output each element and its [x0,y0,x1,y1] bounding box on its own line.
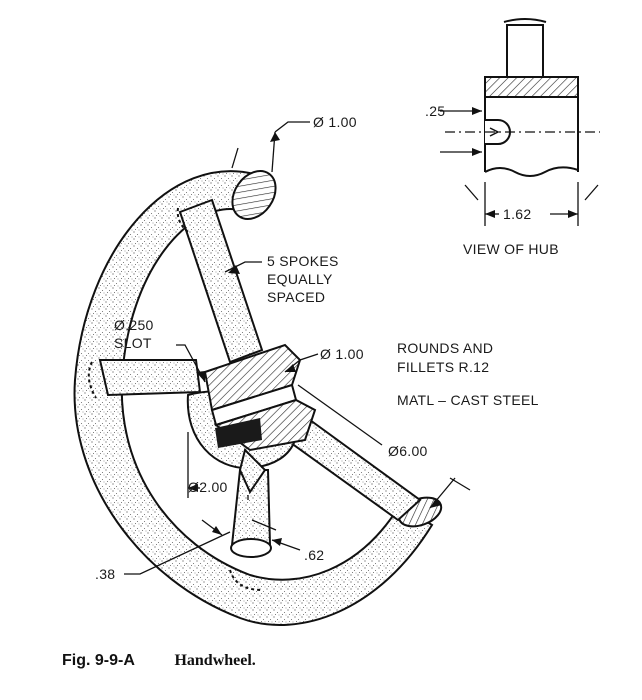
label-dim-38: .38 [95,566,115,582]
rim-section-top [231,170,277,220]
label-hub-25: .25 [425,103,445,119]
labels: Ø 1.00 .25 1.62 VIEW OF HUB 5 SPOKES EQU… [95,103,559,582]
label-slot-2: SLOT [114,335,152,351]
label-view-of-hub: VIEW OF HUB [463,241,559,257]
label-slot-1: Ø.250 [114,317,154,333]
label-rounds-1: ROUNDS AND [397,340,493,356]
label-dia-600: Ø6.00 [388,443,428,459]
label-dia-200: Ø2.00 [188,479,228,495]
label-spokes-3: SPACED [267,289,325,305]
label-hub-162: 1.62 [503,206,531,222]
label-matl: MATL – CAST STEEL [397,392,539,408]
label-dim-62: .62 [304,547,324,563]
spoke-section-bottom [230,538,272,558]
label-dia-top: Ø 1.00 [313,114,357,130]
hub-section [186,343,317,495]
hub-detail-view [440,18,600,226]
label-rounds-2: FILLETS R.12 [397,359,489,375]
figure-title: Handwheel. [174,652,256,669]
label-dia-hub: Ø 1.00 [320,346,364,362]
label-spokes-2: EQUALLY [267,271,333,287]
figure-caption: Fig. 9-9-A Handwheel. [62,652,256,670]
handwheel-drawing: Ø 1.00 .25 1.62 VIEW OF HUB 5 SPOKES EQU… [73,18,600,626]
label-spokes-1: 5 SPOKES [267,253,339,269]
figure-number: Fig. 9-9-A [62,652,135,669]
arrowheads [188,132,442,546]
